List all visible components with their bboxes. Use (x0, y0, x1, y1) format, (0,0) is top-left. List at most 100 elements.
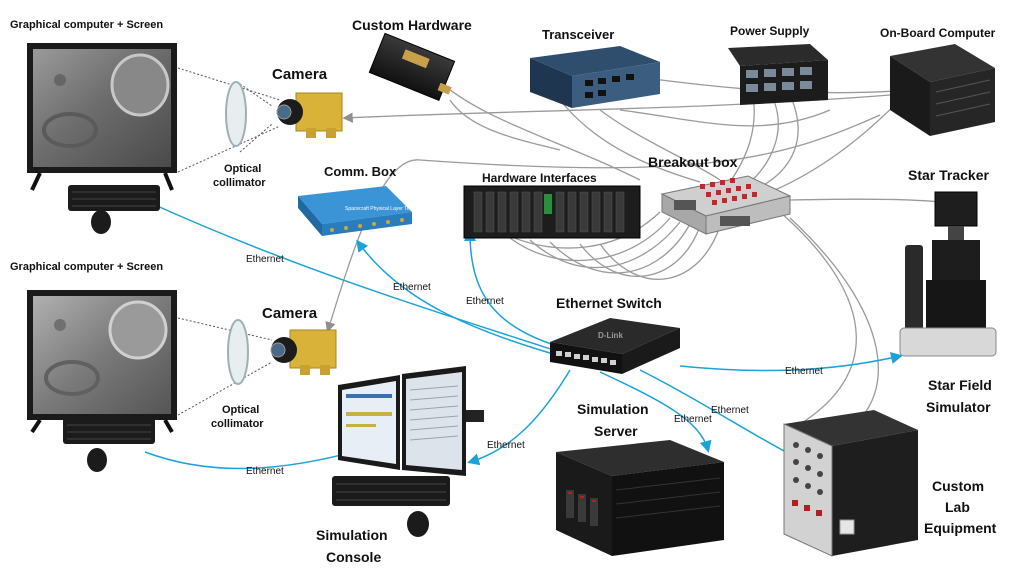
ethernet-switch-label: Ethernet Switch (556, 295, 662, 311)
console-mouse (407, 511, 429, 537)
custom-lab-label-3: Equipment (924, 520, 997, 536)
power-supply-top (728, 44, 828, 66)
camera-mount (326, 128, 336, 138)
optical-collimator-top-icon (225, 81, 247, 147)
monitor-stand (30, 172, 174, 191)
server-front (612, 462, 724, 556)
custom-hardware-label: Custom Hardware (352, 17, 472, 33)
connector (437, 82, 452, 95)
breakout-box-device (660, 175, 792, 235)
ethernet-label: Ethernet (393, 282, 431, 293)
ethernet-switch-device: D-Link (550, 318, 680, 374)
cable (789, 198, 941, 203)
ethernet-link-console (467, 369, 571, 466)
on-board-computer-label: On-Board Computer (880, 26, 996, 40)
lens-glass (270, 342, 286, 358)
ethernet-label: Ethernet (785, 366, 823, 377)
cable (435, 77, 641, 181)
crater (54, 319, 66, 331)
star-field-label-2: Simulator (926, 399, 991, 415)
custom-lab-label-1: Custom (932, 478, 984, 494)
simulator-upper-barrel (932, 240, 980, 280)
ethernet-label: Ethernet (487, 440, 525, 451)
hardware-interfaces-label: Hardware Interfaces (482, 171, 597, 185)
star-field-label-1: Star Field (928, 377, 992, 393)
comm-box-label: Comm. Box (324, 164, 397, 179)
lab-front-panel (783, 423, 833, 557)
labels: Graphical computer + Screen Graphical co… (10, 17, 997, 565)
transceiver-side (530, 58, 572, 108)
hardware-interfaces-device (463, 185, 641, 239)
monitor-stand (30, 418, 174, 434)
simulator-neck (948, 226, 964, 240)
comm-box-side (298, 196, 322, 236)
simulation-server-label-2: Server (594, 423, 638, 439)
ethernet-link-top-computer (154, 204, 561, 353)
status-led-panel (544, 194, 552, 214)
cable (619, 109, 831, 127)
star-tracker-device (934, 191, 978, 227)
lens-glass (276, 104, 292, 120)
cable (599, 225, 721, 280)
crater (106, 136, 114, 144)
ethernet-label: Ethernet (674, 414, 712, 425)
mouse (91, 210, 111, 234)
hardware-cables (325, 65, 941, 441)
power-supply-label: Power Supply (730, 24, 810, 38)
simulation-console-label-1: Simulation (316, 527, 388, 543)
on-board-computer-device (890, 44, 995, 136)
cable (599, 109, 721, 181)
custom-lab-equipment-device (783, 410, 918, 557)
simulation-console-label-2: Console (326, 549, 381, 565)
ethernet-label: Ethernet (711, 405, 749, 416)
obc-side (890, 56, 930, 136)
camera-bottom (270, 329, 337, 375)
switch-brand-text: D-Link (598, 331, 623, 340)
keyboard (68, 185, 160, 211)
connector (674, 200, 696, 210)
crater (54, 74, 66, 86)
camera-top (276, 92, 343, 138)
power-supply-device (728, 44, 828, 105)
console-left-screen (342, 381, 396, 464)
cable (761, 94, 799, 187)
cable (549, 223, 691, 274)
ethernet-labels: Ethernet Ethernet Ethernet Ethernet Ethe… (246, 254, 823, 477)
optical-path-bottom (177, 317, 273, 416)
crater (108, 300, 168, 360)
ethernet-link-hw-interfaces (464, 229, 571, 351)
custom-hardware-label-plate (401, 49, 430, 69)
custom-hardware-device (368, 32, 456, 102)
cable (529, 221, 681, 269)
lab-socket (839, 519, 855, 535)
crater (44, 360, 100, 396)
graphical-computer-top-label: Graphical computer + Screen (10, 19, 163, 31)
camera-top-label: Camera (272, 66, 328, 83)
star-field-simulator-device (899, 226, 997, 357)
custom-hardware-box (368, 32, 456, 102)
transceiver-front (572, 62, 660, 108)
custom-lab-label-2: Lab (945, 499, 970, 515)
simulator-arm (905, 245, 923, 340)
star-tracker-head (934, 191, 978, 227)
lab-top (784, 410, 918, 446)
cable (449, 99, 561, 151)
simulator-base (899, 327, 997, 357)
transceiver-device (530, 46, 660, 108)
comm-box-front (322, 212, 412, 236)
optical-collimator-top-label-2: collimator (213, 177, 266, 189)
simulation-server-label-1: Simulation (577, 401, 649, 417)
cable (779, 211, 857, 431)
graphical-computer-bottom (27, 290, 177, 472)
transceiver-label: Transceiver (542, 27, 614, 42)
camera-mount (300, 365, 310, 375)
cable (789, 217, 879, 441)
connector (720, 216, 750, 226)
comm-box-device: Spacecraft Physical Layer Tester (298, 186, 418, 236)
optical-collimator-bottom-icon (227, 319, 249, 385)
optical-path-top (177, 67, 281, 173)
crater (110, 53, 170, 117)
obc-top (890, 44, 995, 82)
ethernet-label: Ethernet (246, 466, 284, 477)
